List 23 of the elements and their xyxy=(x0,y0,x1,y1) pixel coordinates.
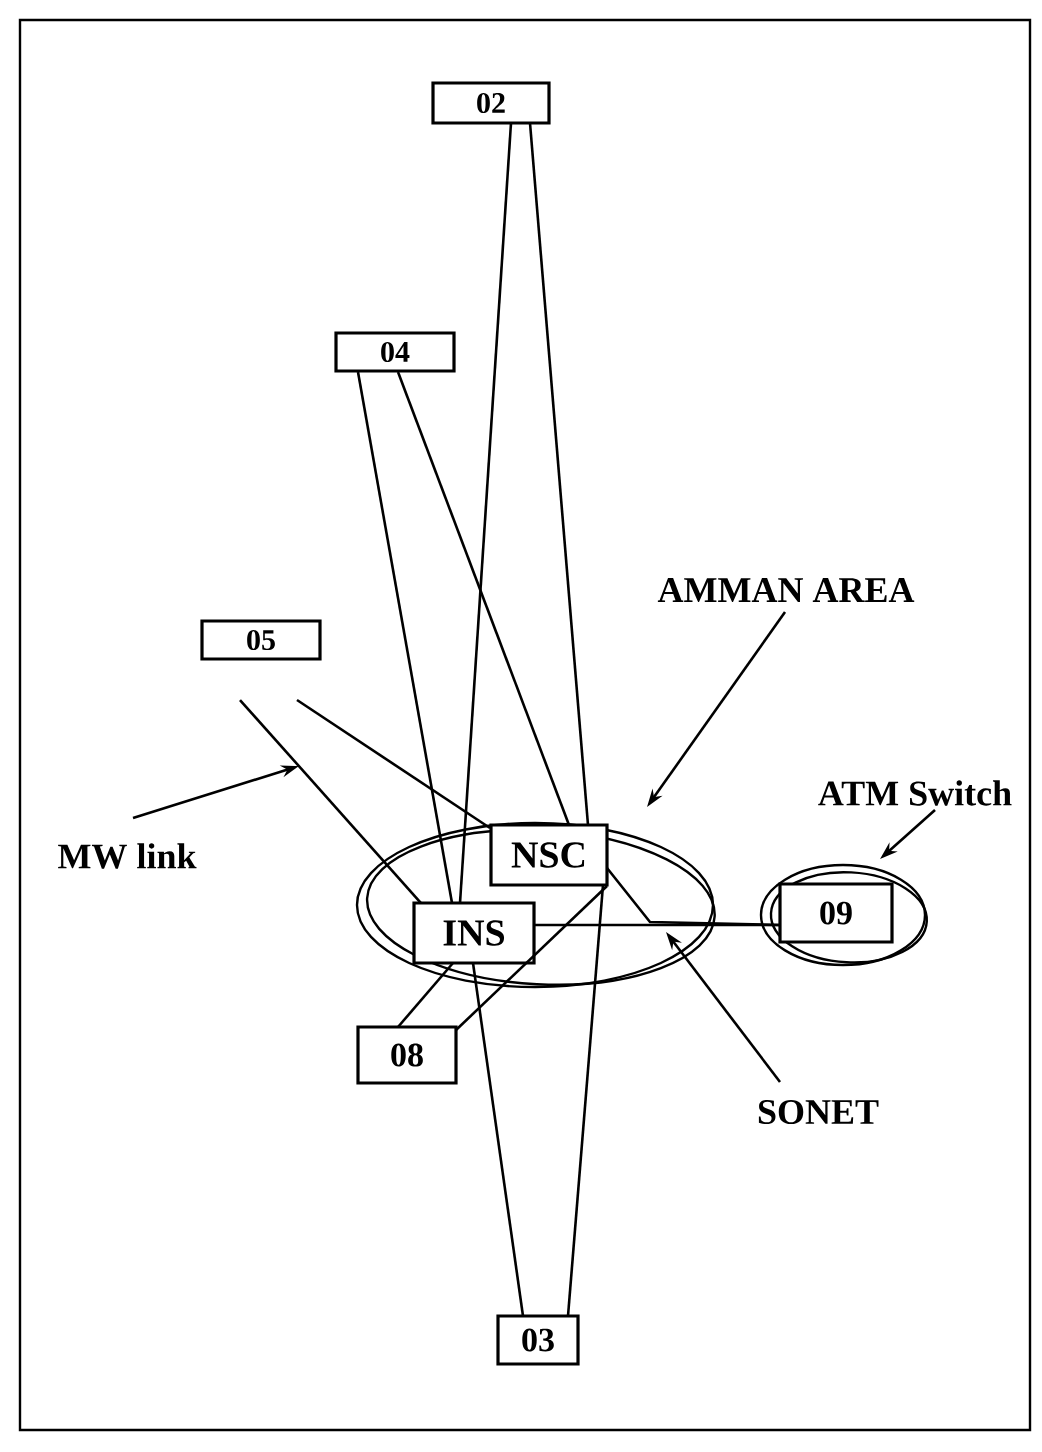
callout-label: MW link xyxy=(58,843,197,869)
network-node-box: INS xyxy=(412,901,536,965)
link-line xyxy=(396,371,571,826)
network-node-box: 05 xyxy=(200,619,322,661)
network-node-box: 08 xyxy=(356,1025,458,1085)
link-line xyxy=(528,122,590,826)
link-line xyxy=(458,122,513,904)
network-node-box: 02 xyxy=(431,81,551,125)
link-line xyxy=(296,698,491,830)
link-line xyxy=(606,867,781,927)
callout-label: ATM Switch xyxy=(818,780,1012,806)
network-node-box: 09 xyxy=(778,882,894,944)
network-node-box: 04 xyxy=(334,331,456,373)
link-line xyxy=(239,699,422,904)
link-line xyxy=(471,962,525,1317)
callout-label: SONET xyxy=(758,1099,879,1125)
link-line xyxy=(566,884,605,1317)
link-line xyxy=(455,885,608,1031)
network-node-box: NSC xyxy=(489,823,609,887)
link-line xyxy=(397,962,454,1028)
link-line xyxy=(356,371,454,904)
network-node-box: 03 xyxy=(496,1314,580,1366)
callout-label: AMMAN AREA xyxy=(657,578,915,602)
